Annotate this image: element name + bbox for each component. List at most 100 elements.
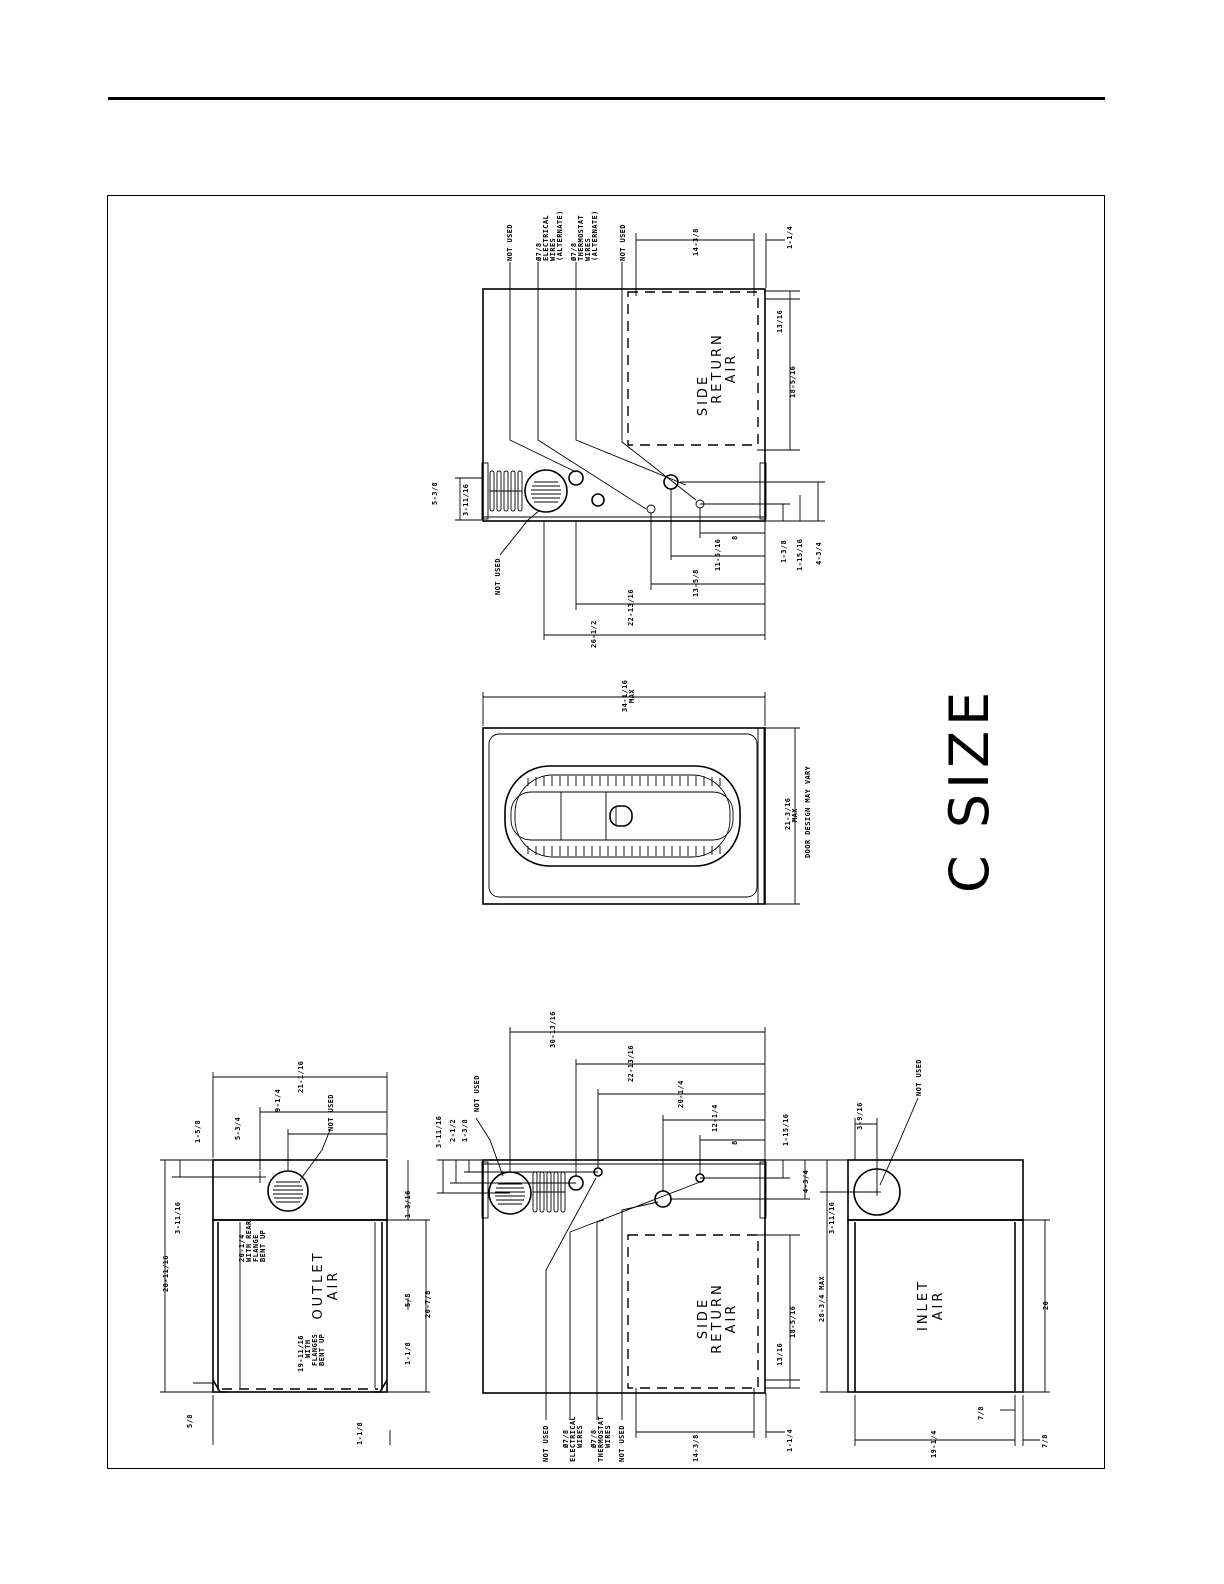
- top-label-3: AIR: [724, 353, 739, 384]
- outlet-dim-3-11-16: 3-11/16: [174, 1202, 182, 1234]
- top-note-thermo-4: (ALTERNATE): [591, 210, 599, 261]
- size-title: C SIZE: [938, 687, 1001, 893]
- top-note-not-used-2: NOT USED: [619, 224, 627, 261]
- outlet-dim-1-3-16: 1-3/16: [404, 1190, 412, 1218]
- front-door-view: 34-1/16 MAX 21-3/16 MAX DOOR DESIGN MAY …: [482, 680, 812, 905]
- bottom-dim-30-13-16: 30-13/16: [549, 1011, 557, 1048]
- top-label-1: SIDE: [696, 374, 711, 416]
- outlet-note-3: FLANGE: [252, 1234, 260, 1262]
- front-width-2: MAX: [628, 689, 636, 703]
- outlet-note-6: WITH: [304, 1340, 312, 1358]
- outlet-dim-28-11-16: 28-11/16: [162, 1255, 170, 1292]
- dim-8: 8: [731, 535, 739, 540]
- top-note-not-used-3: NOT USED: [494, 558, 502, 595]
- top-note-elec-3: WIRES: [549, 238, 557, 261]
- inlet-label-1: INLET: [916, 1279, 931, 1331]
- dim-18-5-16: 18-5/16: [789, 366, 797, 398]
- outlet-note-5: 19-11/16: [297, 1335, 305, 1372]
- front-height-2: MAX: [791, 808, 799, 822]
- outlet-air-view: OUTLET AIR 20-1/4 WITH REAR FLANGE BENT …: [160, 1061, 432, 1445]
- front-cabinet: [482, 727, 766, 905]
- bottom-cabinet-outline: [482, 1159, 766, 1394]
- top-note-elec-4: (ALTERNATE): [556, 210, 564, 261]
- page-top-rule: [108, 97, 1105, 100]
- outlet-dim-9-1-4: 9-1/4: [274, 1089, 282, 1112]
- inlet-dim-19-1-4: 19-1/4: [930, 1430, 938, 1458]
- door-grille: [504, 765, 741, 867]
- dim-26-1-2: 26-1/2: [590, 620, 598, 648]
- bottom-dim-13-16: 13/16: [776, 1343, 784, 1366]
- top-note-not-used-1: NOT USED: [506, 224, 514, 261]
- outlet-dim-5-8-b: 5/8: [404, 1293, 412, 1307]
- bottom-dim-8: 8: [731, 1140, 739, 1145]
- bottom-elec-1: Ø7/8: [562, 1430, 570, 1449]
- front-width-1: 34-1/16: [621, 680, 629, 712]
- bottom-elec-2: ELECTRICAL: [569, 1416, 577, 1462]
- outlet-dim-1-1-8-a: 1-1/8: [404, 1342, 412, 1365]
- bottom-label-2: RETURN: [710, 1282, 725, 1353]
- top-note-thermo-2: THERMOSTAT: [577, 215, 585, 261]
- outlet-dim-1-5-8: 1-5/8: [194, 1120, 202, 1143]
- outlet-dim-5-3-4: 5-3/4: [234, 1117, 242, 1140]
- dim-13-16: 13/16: [776, 310, 784, 333]
- bottom-dim-4-3-4: 4-3/4: [802, 1170, 810, 1193]
- inlet-dim-3-9-16: 3-9/16: [856, 1102, 864, 1130]
- return-opening: [627, 291, 759, 446]
- bottom-dim-1-3-8: 1-3/8: [461, 1119, 469, 1142]
- door-note: DOOR DESIGN MAY VARY: [804, 765, 812, 858]
- inlet-not-used: NOT USED: [915, 1059, 923, 1096]
- bottom-dim-2-1-2: 2-1/2: [449, 1119, 457, 1142]
- outlet-dim-20-7-8: 20-7/8: [424, 1290, 432, 1318]
- door-handle: [609, 805, 633, 827]
- dim-1-15-16: 1-15/16: [796, 539, 804, 571]
- cabinet-outline: [482, 288, 766, 522]
- electrical-knockout: [568, 470, 584, 486]
- outlet-note-4: BENT UP: [259, 1230, 267, 1262]
- outlet-note-8: BENT UP: [318, 1334, 326, 1366]
- bottom-thermo-2: THERMOSTAT: [597, 1416, 605, 1462]
- top-note-thermo-1: Ø7/8: [570, 243, 578, 262]
- bottom-dim-1-1-4: 1-1/4: [786, 1429, 794, 1452]
- inlet-dim-3-11-16: 3-11/16: [828, 1202, 836, 1234]
- outlet-label-1: OUTLET: [311, 1250, 326, 1319]
- inlet-dim-7-8-a: 7/8: [977, 1406, 985, 1420]
- bottom-elec-3: WIRES: [576, 1425, 584, 1448]
- bottom-dim-1-15-16: 1-15/16: [782, 1114, 790, 1146]
- front-height-1: 21-3/16: [784, 798, 792, 830]
- inlet-label-2: AIR: [931, 1290, 946, 1321]
- outlet-note-7: FLANGES: [311, 1334, 319, 1366]
- bottom-dim-12-1-4: 12-1/4: [711, 1104, 719, 1132]
- bottom-side-return-view: SIDE RETURN AIR NOT USED NOT USED Ø7/: [435, 1011, 820, 1462]
- bottom-not-used-top: NOT USED: [473, 1075, 481, 1112]
- bottom-thermo-3: WIRES: [604, 1425, 612, 1448]
- outlet-blower-port: [267, 1170, 309, 1212]
- bottom-not-used-2: NOT USED: [618, 1425, 626, 1462]
- bottom-dim-3-11-16: 3-11/16: [435, 1116, 443, 1148]
- top-note-thermo-3: WIRES: [584, 238, 592, 261]
- top-note-elec-2: ELECTRICAL: [542, 215, 550, 261]
- bottom-dim-22-13-16: 22-13/16: [627, 1045, 635, 1082]
- bottom-louvers: [532, 1171, 566, 1213]
- louver-slots: [489, 470, 523, 512]
- outlet-not-used: NOT USED: [327, 1094, 335, 1131]
- dim-1-3-8: 1-3/8: [780, 540, 788, 563]
- inlet-dim-7-8-b: 7/8: [1041, 1434, 1049, 1448]
- top-side-return-view: SIDE RETURN AIR NOT USED Ø7/8 ELE: [431, 210, 825, 648]
- inlet-dim-28-3-4: 28-3/4 MAX: [818, 1275, 826, 1322]
- dim-3-11-16: 3-11/16: [462, 484, 470, 516]
- dim-22-13-16: 22-13/16: [627, 589, 635, 626]
- dim-4-3-4: 4-3/4: [815, 542, 823, 565]
- bottom-thermo-1: Ø7/8: [590, 1430, 598, 1449]
- bottom-return-opening: [627, 1234, 759, 1389]
- dim-1-1-4: 1-1/4: [786, 226, 794, 249]
- outlet-dim-1-1-8-b: 1-1/8: [356, 1422, 364, 1445]
- blower-port: [524, 469, 568, 513]
- bottom-label-1: SIDE: [696, 1297, 711, 1339]
- drawing-frame: [107, 195, 1105, 1469]
- dim-13-5-8: 13-5/8: [692, 569, 700, 597]
- bottom-not-used-1: NOT USED: [542, 1425, 550, 1462]
- top-note-elec-1: Ø7/8: [535, 243, 543, 262]
- dim-5-3-8: 5-3/8: [431, 482, 439, 505]
- outlet-note-1: 20-1/4: [238, 1234, 246, 1262]
